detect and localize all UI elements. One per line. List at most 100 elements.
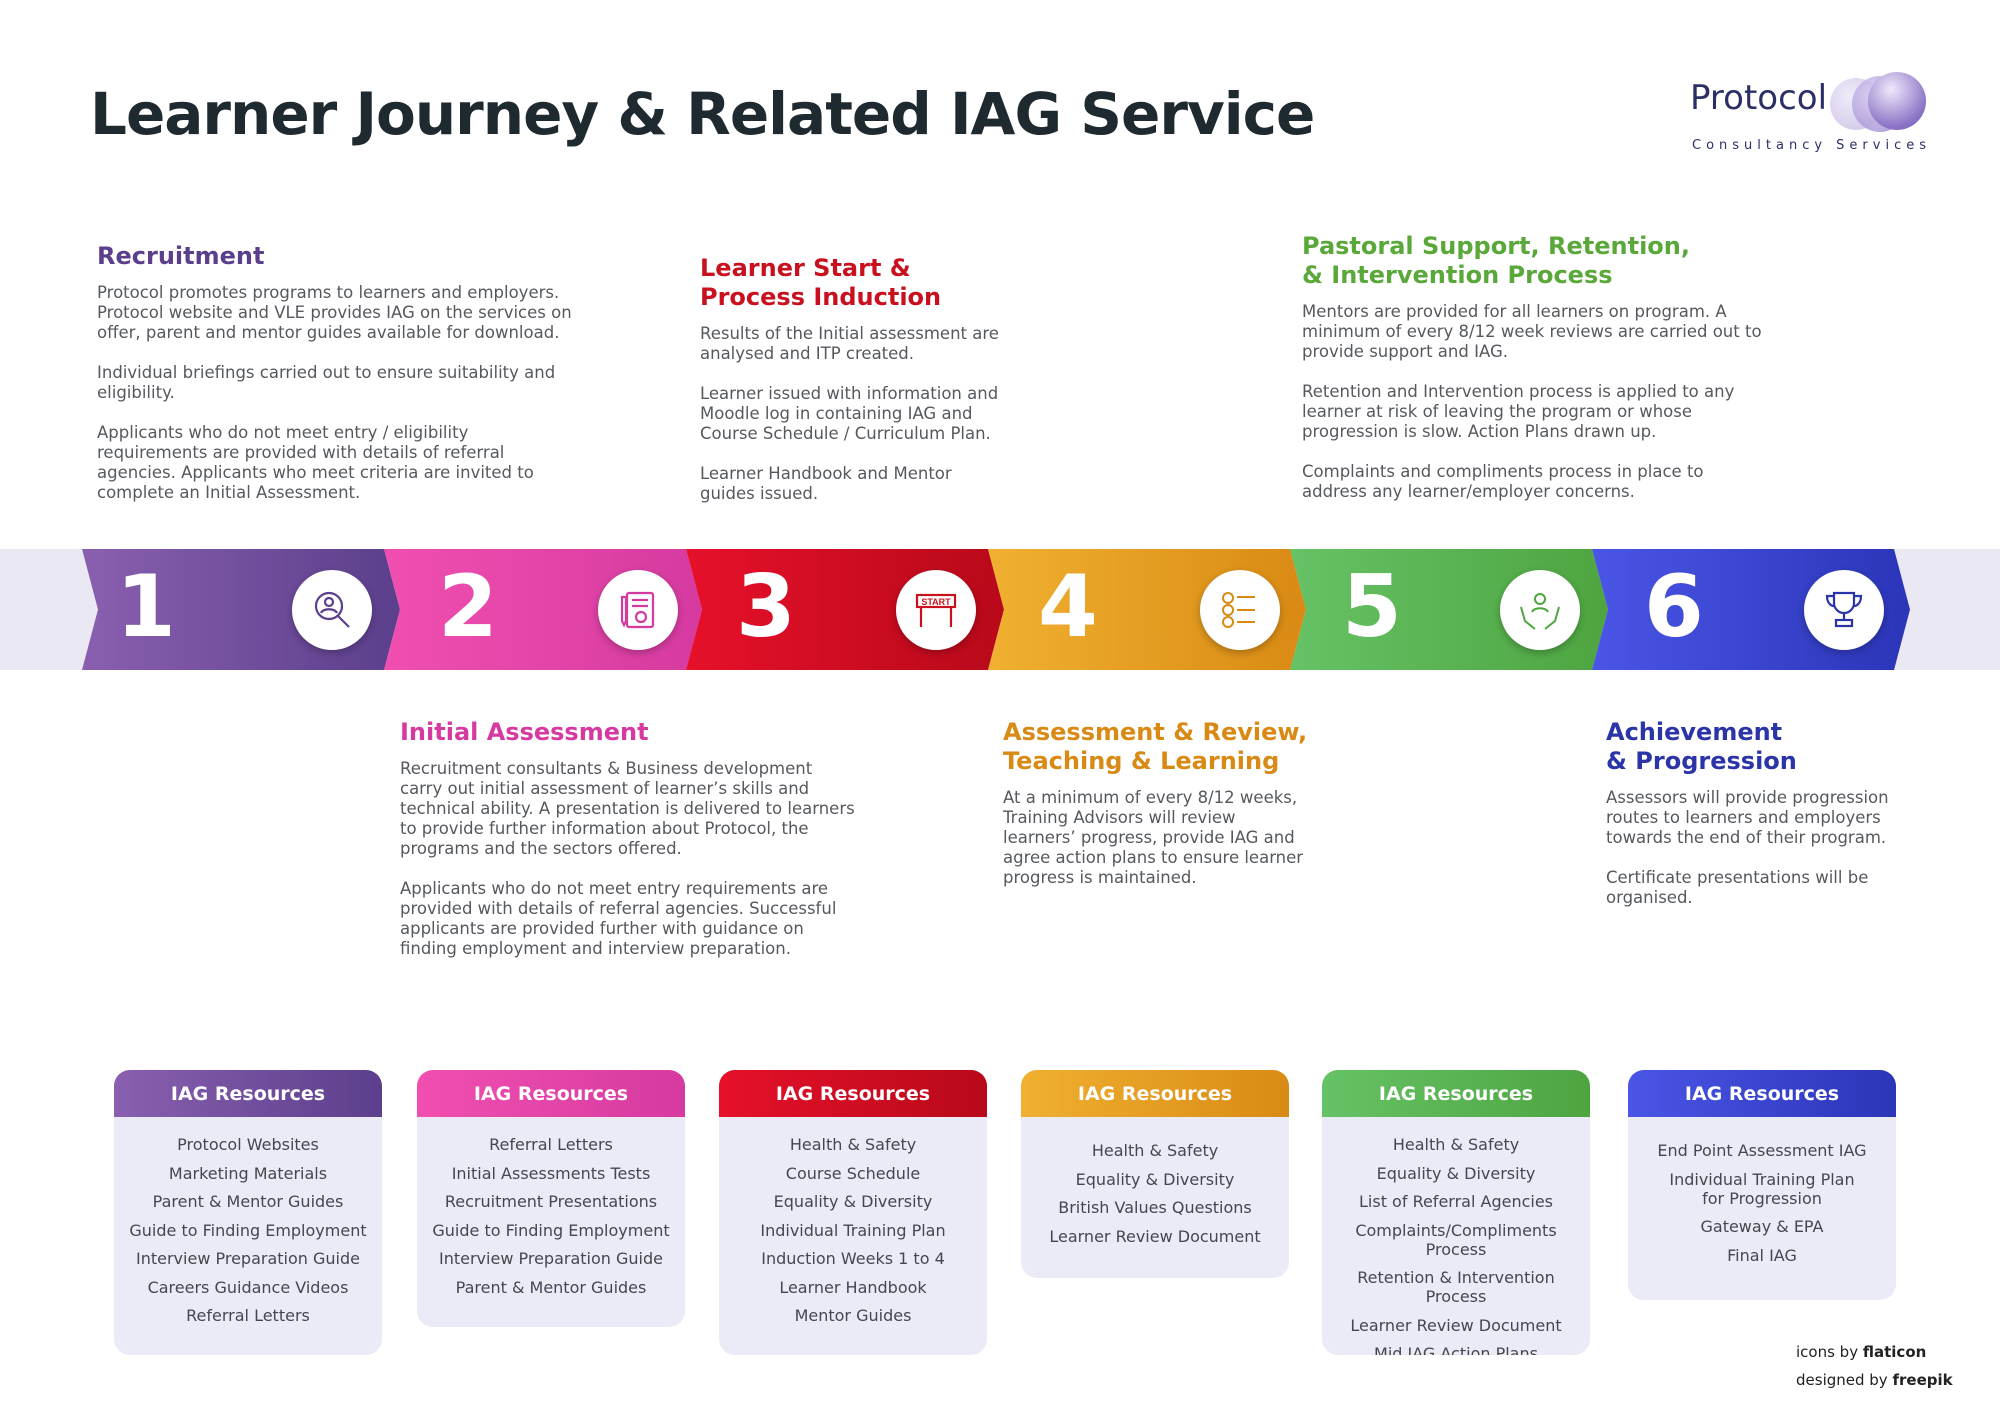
resource-item: Final IAG — [1727, 1245, 1797, 1265]
page-title: Learner Journey & Related IAG Service — [90, 80, 1315, 148]
stage-3-paragraph: Results of the Initial assessment are an… — [700, 324, 999, 363]
flaticon-label: flaticon — [1862, 1343, 1927, 1361]
card-header: IAG Resources — [719, 1070, 987, 1117]
recruitment-search-icon — [292, 570, 372, 650]
stage-5-number: 5 — [1342, 557, 1402, 657]
stage-1-paragraph: Applicants who do not meet entry / eligi… — [97, 423, 534, 502]
stage-5-paragraph: Retention and Intervention process is ap… — [1302, 382, 1735, 441]
stage-1-paragraph: Individual briefings carried out to ensu… — [97, 363, 556, 402]
resource-item: Learner Handbook — [779, 1277, 927, 1297]
stage-4-paragraph: At a minimum of every 8/12 weeks, Traini… — [1003, 788, 1304, 887]
resource-item: Health & Safety — [1392, 1135, 1520, 1154]
stage-1-paragraph: Protocol promotes programs to learners a… — [97, 283, 572, 342]
card-header: IAG Resources — [1628, 1070, 1896, 1117]
resource-item: Course Schedule — [785, 1163, 921, 1183]
resource-item: Gateway & EPA — [1700, 1217, 1824, 1236]
resource-item: Referral Letters — [186, 1306, 310, 1325]
stage-2-text: Initial Assessment Recruitment consultan… — [400, 718, 880, 979]
stage-1-text: Recruitment Protocol promotes programs t… — [97, 242, 577, 523]
stage-4-heading: Assessment & Review, Teaching & Learning — [1003, 718, 1308, 775]
stage-5-heading: Pastoral Support, Retention, & Intervent… — [1302, 232, 1690, 289]
resource-item: Equality & Diversity — [1376, 1163, 1536, 1183]
logo-wordmark: Protocol — [1690, 78, 1828, 118]
stage-6-number: 6 — [1644, 557, 1704, 657]
card-header: IAG Resources — [417, 1070, 685, 1117]
stage-4-text: Assessment & Review, Teaching & Learning… — [1003, 718, 1333, 908]
card-header: IAG Resources — [1021, 1070, 1289, 1117]
stage-2-paragraph: Recruitment consultants & Business devel… — [400, 759, 855, 858]
card-header: IAG Resources — [1322, 1070, 1590, 1117]
resource-item: List of Referral Agencies — [1359, 1192, 1553, 1211]
stage-5-text: Pastoral Support, Retention, & Intervent… — [1302, 232, 1802, 522]
logo-spheres-icon — [1830, 72, 1926, 136]
resource-item: Retention & Intervention Process — [1357, 1268, 1555, 1306]
resource-item: Learner Review Document — [1049, 1226, 1261, 1246]
stage-6-paragraph: Assessors will provide progression route… — [1606, 788, 1889, 847]
start-gate-icon: START — [896, 570, 976, 650]
resource-item: Individual Training Plan — [760, 1220, 946, 1240]
resource-item: Equality & Diversity — [1075, 1169, 1235, 1189]
stage-6-paragraph: Certificate presentations will be organi… — [1606, 868, 1869, 907]
resource-item: Interview Preparation Guide — [439, 1249, 663, 1268]
logo-tagline: Consultancy Services — [1692, 138, 1931, 153]
trophy-icon — [1804, 570, 1884, 650]
stage-6-heading: Achievement & Progression — [1606, 718, 1797, 775]
stage-3-segment: 3 START — [686, 549, 1004, 670]
resource-item: Recruitment Presentations — [444, 1192, 658, 1211]
stage-2-number: 2 — [438, 557, 498, 657]
resource-item: Mid IAG Action Plans — [1374, 1344, 1538, 1355]
resource-item: Health & Safety — [1091, 1141, 1219, 1160]
stage-3-number: 3 — [736, 557, 796, 657]
stage-4-number: 4 — [1038, 557, 1098, 657]
icons-by-label: icons by — [1796, 1343, 1859, 1361]
resource-item: Complaints/Compliments Process — [1355, 1220, 1557, 1259]
stage-4-segment: 4 — [988, 549, 1306, 670]
stage-6-text: Achievement & Progression Assessors will… — [1606, 718, 1936, 928]
stage-2-segment: 2 — [384, 549, 702, 670]
card-header: IAG Resources — [114, 1070, 382, 1117]
assessment-form-icon — [598, 570, 678, 650]
stage-1-heading: Recruitment — [97, 242, 265, 270]
resource-item: Learner Review Document — [1350, 1315, 1562, 1335]
resource-item: End Point Assessment IAG — [1657, 1141, 1867, 1160]
stage-1-number: 1 — [116, 557, 176, 657]
stage-5-paragraph: Mentors are provided for all learners on… — [1302, 302, 1762, 361]
resource-item: Marketing Materials — [168, 1163, 328, 1183]
stage-1-segment: 1 — [82, 549, 400, 670]
stage-5-paragraph: Complaints and compliments process in pl… — [1302, 462, 1704, 501]
support-hands-icon — [1500, 570, 1580, 650]
resource-item: Careers Guidance Videos — [147, 1277, 349, 1297]
stage-2-paragraph: Applicants who do not meet entry require… — [400, 879, 837, 958]
start-sign-text: START — [921, 597, 951, 607]
stage-3-paragraph: Learner Handbook and Mentor guides issue… — [700, 464, 952, 503]
resource-item: Protocol Websites — [177, 1135, 319, 1154]
protocol-logo: Protocol Consultancy Services — [1680, 66, 1940, 166]
resource-item: Guide to Finding Employment — [129, 1220, 367, 1240]
stage-6-segment: 6 — [1592, 549, 1910, 670]
stage-3-heading: Learner Start & Process Induction — [700, 254, 942, 311]
resource-item: Induction Weeks 1 to 4 — [761, 1249, 945, 1268]
resource-item: Mentor Guides — [794, 1306, 912, 1325]
resource-item: Referral Letters — [489, 1135, 613, 1154]
resource-item: Parent & Mentor Guides — [455, 1277, 647, 1297]
resource-item: Initial Assessments Tests — [451, 1163, 651, 1183]
stage-5-segment: 5 — [1290, 549, 1608, 670]
iag-resources-card-6: IAG Resources End Point Assessment IAG In… — [1628, 1070, 1896, 1300]
resource-list: End Point Assessment IAG Individual Train… — [1628, 1117, 1896, 1292]
resource-item: Guide to Finding Employment — [432, 1220, 670, 1240]
review-checklist-icon — [1200, 570, 1280, 650]
resource-item: Individual Training Plan for Progression — [1669, 1169, 1855, 1208]
stage-2-heading: Initial Assessment — [400, 718, 649, 746]
resource-item: Equality & Diversity — [773, 1192, 933, 1211]
stage-3-paragraph: Learner issued with information and Mood… — [700, 384, 999, 443]
resource-item: Interview Preparation Guide — [136, 1249, 360, 1268]
resource-item: Parent & Mentor Guides — [152, 1192, 344, 1211]
stage-3-text: Learner Start & Process Induction Result… — [700, 254, 1030, 524]
